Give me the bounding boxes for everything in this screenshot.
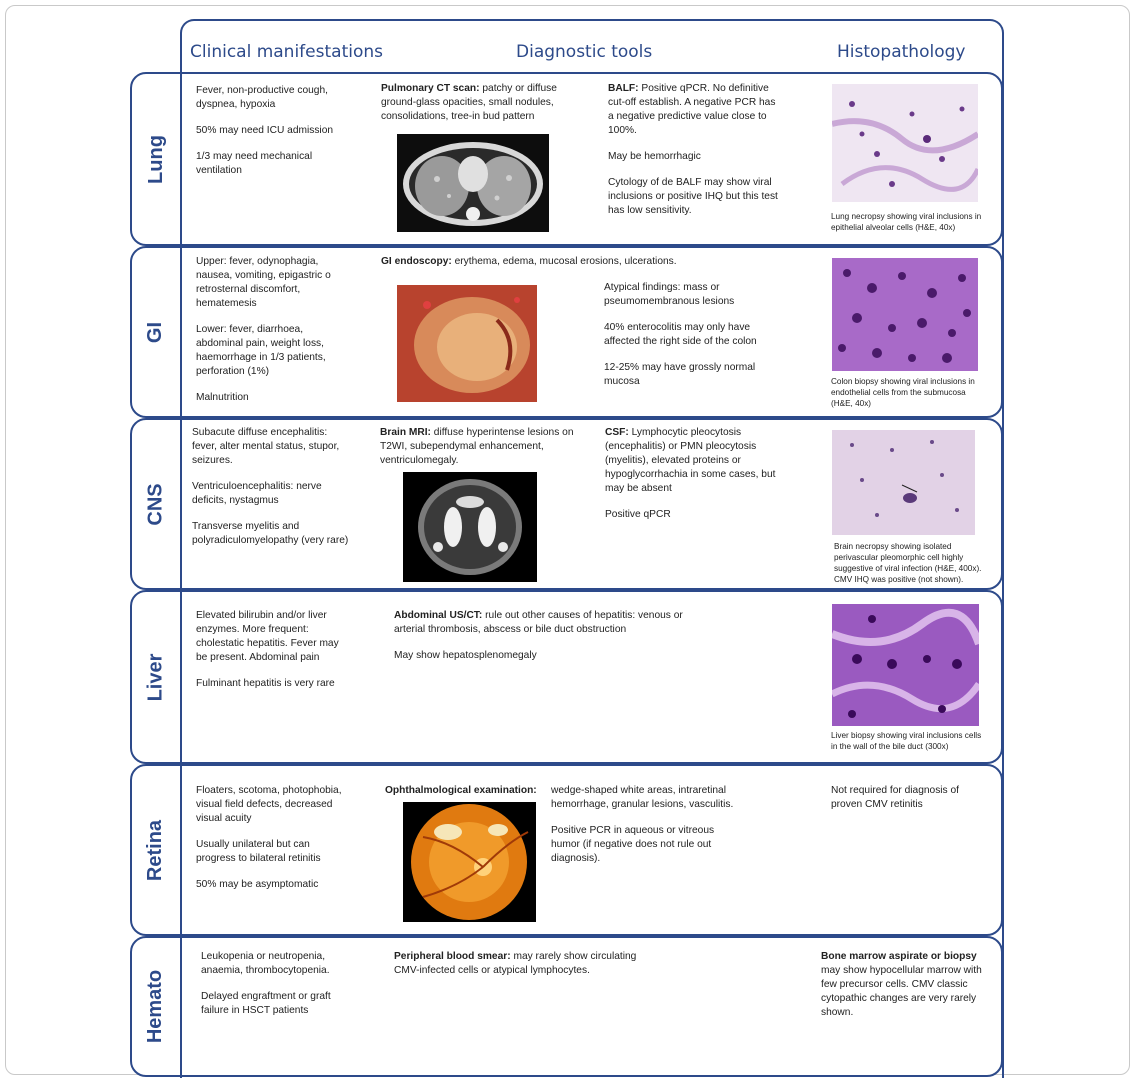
cns-csf: CSF: Lymphocytic pleocytosis (encephalit…: [605, 427, 776, 520]
liver-us-ct-description: Abdominal US/CT: rule out other causes o…: [394, 610, 683, 661]
lung-ct-image: [397, 134, 549, 232]
lung-ct-description: Pulmonary CT scan: patchy or diffuse gro…: [381, 83, 557, 122]
cns-histology-caption: Brain necropsy showing isolated perivasc…: [834, 542, 982, 584]
retina-clinical: Floaters, scotoma, photophobia, visual f…: [196, 785, 342, 890]
retina-fundus-image: [403, 802, 536, 922]
row-label-hemato: Hemato: [132, 938, 182, 1075]
gi-clinical: Upper: fever, odynophagia, nausea, vomit…: [196, 256, 331, 403]
cns-histology-image: [832, 430, 975, 535]
lung-clinical: Fever, non-productive cough, dyspnea, hy…: [196, 85, 334, 176]
row-label-gi: GI: [132, 248, 182, 416]
gi-histology-image: [832, 258, 978, 371]
row-label-lung: Lung: [132, 74, 182, 244]
header-histopathology: Histopathology: [837, 42, 966, 62]
liver-clinical: Elevated bilirubin and/or liver enzymes.…: [196, 610, 339, 689]
retina-histopathology: Not required for diagnosis of proven CMV…: [831, 785, 959, 810]
liver-histology-image: [832, 604, 979, 726]
row-label-cns: CNS: [132, 420, 182, 588]
lung-histology-image: [832, 84, 978, 202]
header-clinical-manifestations: Clinical manifestations: [190, 42, 383, 62]
gi-histology-caption: Colon biopsy showing viral inclusions in…: [831, 377, 975, 408]
lung-histology-caption: Lung necropsy showing viral inclusions i…: [831, 212, 982, 232]
cns-clinical: Subacute diffuse encephalitis: fever, al…: [192, 427, 349, 546]
retina-exam-title: Ophthalmological examination:: [385, 785, 537, 796]
row-label-liver: Liver: [132, 592, 182, 762]
cns-mri-image: [403, 472, 537, 582]
liver-histology-caption: Liver biopsy showing viral inclusions ce…: [831, 731, 982, 751]
gi-endoscopy-description: GI endoscopy: erythema, edema, mucosal e…: [381, 256, 677, 267]
gi-findings: Atypical findings: mass or pseumomembran…: [604, 282, 757, 387]
header-diagnostic-tools: Diagnostic tools: [516, 42, 653, 62]
hemato-bone-marrow: Bone marrow aspirate or biopsy may show …: [821, 951, 982, 1018]
lung-balf: BALF: Positive qPCR. No definitive cut-o…: [608, 83, 778, 216]
hemato-clinical: Leukopenia or neutropenia, anaemia, thro…: [201, 951, 331, 1016]
retina-findings: wedge-shaped white areas, intraretinal h…: [551, 785, 734, 864]
row-label-retina: Retina: [132, 766, 182, 934]
row-retina: Retina: [130, 764, 1003, 936]
cns-mri-description: Brain MRI: diffuse hyperintense lesions …: [380, 427, 574, 466]
gi-endoscopy-image: [397, 285, 537, 402]
hemato-blood-smear: Peripheral blood smear: may rarely show …: [394, 951, 637, 976]
row-hemato: Hemato: [130, 936, 1003, 1077]
